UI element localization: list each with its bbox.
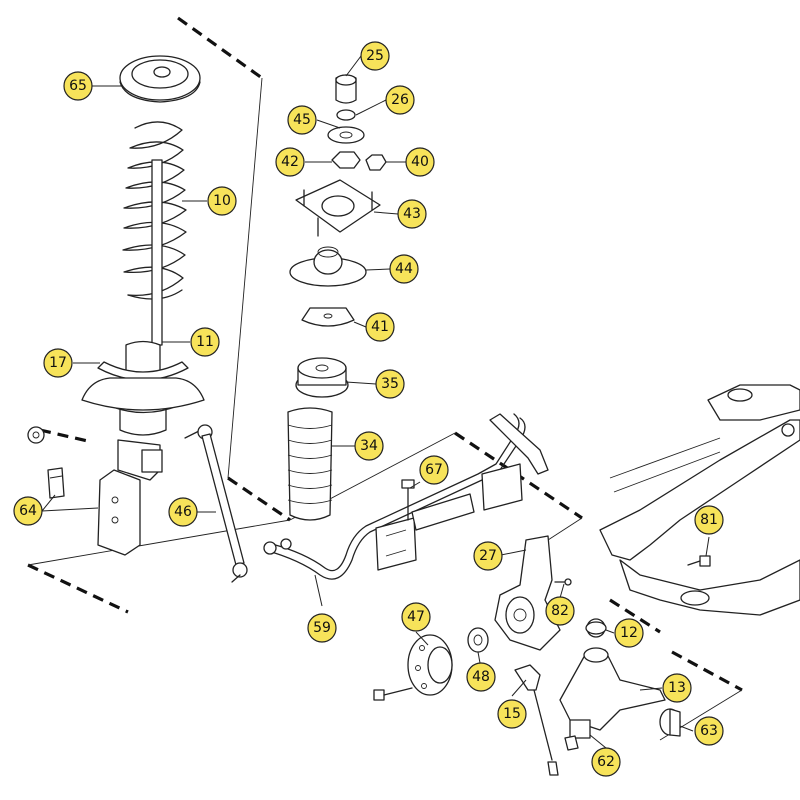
callout-13: 13 bbox=[662, 673, 692, 703]
callout-65: 65 bbox=[63, 71, 93, 101]
callout-15: 15 bbox=[497, 699, 527, 729]
callout-label: 65 bbox=[69, 78, 87, 94]
nut-40 bbox=[365, 154, 387, 171]
callout-35: 35 bbox=[375, 369, 405, 399]
callout-label: 10 bbox=[213, 193, 231, 209]
callout-label: 17 bbox=[49, 355, 67, 371]
callout-10: 10 bbox=[207, 186, 237, 216]
callout-59: 59 bbox=[307, 613, 337, 643]
callout-62: 62 bbox=[591, 747, 621, 777]
callout-46: 46 bbox=[168, 497, 198, 527]
lower-control-arm bbox=[559, 618, 666, 731]
callout-label: 44 bbox=[395, 261, 413, 277]
callout-48: 48 bbox=[466, 662, 496, 692]
callout-label: 59 bbox=[313, 620, 331, 636]
callout-47: 47 bbox=[401, 602, 431, 632]
callout-label: 41 bbox=[371, 319, 389, 335]
spring-seat-41 bbox=[301, 307, 355, 327]
callout-label: 63 bbox=[700, 723, 718, 739]
hub-bolt bbox=[373, 687, 413, 701]
callout-label: 40 bbox=[411, 154, 429, 170]
bushing-62 bbox=[564, 719, 591, 751]
callout-label: 11 bbox=[196, 334, 214, 350]
callout-12: 12 bbox=[614, 618, 644, 648]
callout-67: 67 bbox=[419, 455, 449, 485]
washer-26 bbox=[336, 109, 356, 121]
stabilizer-bushing-left bbox=[375, 517, 417, 571]
bolt-82 bbox=[554, 578, 572, 586]
callout-81: 81 bbox=[694, 505, 724, 535]
bearing-44 bbox=[289, 246, 367, 287]
callout-label: 67 bbox=[425, 462, 443, 478]
callout-label: 47 bbox=[407, 609, 425, 625]
stabilizer-bushing-right bbox=[481, 463, 523, 511]
plate-45 bbox=[327, 126, 365, 144]
strut-shock-absorber bbox=[97, 159, 181, 556]
callout-63: 63 bbox=[694, 716, 724, 746]
callout-25: 25 bbox=[360, 41, 390, 71]
dust-boot-34 bbox=[287, 407, 333, 521]
callout-43: 43 bbox=[397, 199, 427, 229]
mount-plate bbox=[411, 493, 475, 531]
callout-label: 45 bbox=[293, 112, 311, 128]
brake-hose-bracket bbox=[47, 467, 65, 499]
callout-label: 46 bbox=[174, 504, 192, 520]
stabilizer-link bbox=[184, 424, 248, 583]
callout-45: 45 bbox=[287, 105, 317, 135]
callout-label: 48 bbox=[472, 669, 490, 685]
wheel-bearing bbox=[467, 627, 489, 653]
bar-end-hook bbox=[489, 413, 549, 475]
callout-11: 11 bbox=[190, 327, 220, 357]
callout-label: 62 bbox=[597, 754, 615, 770]
callout-label: 15 bbox=[503, 706, 521, 722]
bushing-63 bbox=[659, 708, 681, 737]
callout-label: 25 bbox=[366, 48, 384, 64]
callout-label: 64 bbox=[19, 503, 37, 519]
ball-joint bbox=[514, 664, 559, 776]
callout-label: 82 bbox=[551, 603, 569, 619]
steering-knuckle bbox=[494, 535, 561, 651]
callout-17: 17 bbox=[43, 348, 73, 378]
callout-64: 64 bbox=[13, 496, 43, 526]
callout-label: 27 bbox=[479, 548, 497, 564]
callout-82: 82 bbox=[545, 596, 575, 626]
lower-strut-nut bbox=[27, 426, 45, 444]
strut-mount-43 bbox=[295, 179, 381, 237]
callout-label: 35 bbox=[381, 376, 399, 392]
wheel-hub bbox=[407, 634, 453, 696]
washer-12 bbox=[585, 621, 607, 635]
nut-42 bbox=[331, 151, 361, 169]
callout-label: 34 bbox=[360, 438, 378, 454]
bolt-81 bbox=[687, 555, 711, 567]
callout-40: 40 bbox=[405, 147, 435, 177]
front-subframe bbox=[599, 384, 800, 616]
callout-label: 81 bbox=[700, 512, 718, 528]
spring-upper-seat bbox=[119, 55, 201, 103]
callout-26: 26 bbox=[385, 85, 415, 115]
callout-label: 43 bbox=[403, 206, 421, 222]
callout-label: 12 bbox=[620, 625, 638, 641]
callout-label: 42 bbox=[281, 154, 299, 170]
bump-stop-35 bbox=[295, 357, 349, 398]
callout-42: 42 bbox=[275, 147, 305, 177]
callout-label: 26 bbox=[391, 92, 409, 108]
callout-44: 44 bbox=[389, 254, 419, 284]
callout-label: 13 bbox=[668, 680, 686, 696]
callout-34: 34 bbox=[354, 431, 384, 461]
spring-lower-seat bbox=[81, 361, 205, 411]
callout-27: 27 bbox=[473, 541, 503, 571]
callout-41: 41 bbox=[365, 312, 395, 342]
bump-stop-top bbox=[335, 74, 357, 104]
bolt-67 bbox=[401, 479, 415, 521]
